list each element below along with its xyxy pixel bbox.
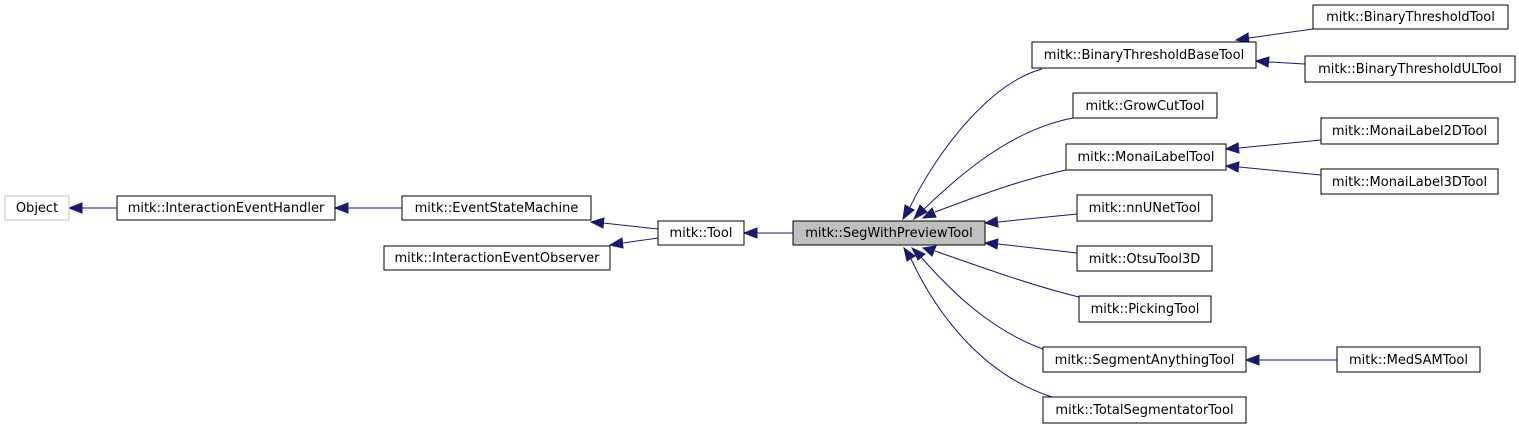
node-binary-threshold-tool-label: mitk::BinaryThresholdTool bbox=[1326, 10, 1495, 25]
node-object[interactable]: Object bbox=[4, 195, 70, 221]
node-monai-label-3d-tool-label: mitk::MonaiLabel3DTool bbox=[1332, 175, 1487, 190]
node-binary-threshold-ul-tool-label: mitk::BinaryThresholdULTool bbox=[1318, 62, 1502, 77]
node-object-label: Object bbox=[16, 201, 58, 216]
edge-total-segmentator-tool-to-seg-with-preview-tool bbox=[903, 246, 1056, 399]
edge-event-state-machine-to-interaction-event-handler bbox=[333, 202, 402, 214]
node-total-segmentator-tool[interactable]: mitk::TotalSegmentatorTool bbox=[1042, 396, 1247, 424]
node-grow-cut-tool-label: mitk::GrowCutTool bbox=[1085, 99, 1204, 114]
node-total-segmentator-tool-label: mitk::TotalSegmentatorTool bbox=[1055, 403, 1233, 418]
edge-grow-cut-tool-to-seg-with-preview-tool bbox=[912, 117, 1074, 221]
node-binary-threshold-ul-tool[interactable]: mitk::BinaryThresholdULTool bbox=[1304, 55, 1516, 83]
node-seg-with-preview-tool-label: mitk::SegWithPreviewTool bbox=[805, 226, 973, 241]
node-binary-threshold-base-tool-label: mitk::BinaryThresholdBaseTool bbox=[1044, 48, 1244, 63]
edge-tool-to-interaction-event-observer bbox=[608, 237, 659, 249]
node-segment-anything-tool[interactable]: mitk::SegmentAnythingTool bbox=[1042, 346, 1247, 373]
node-picking-tool-label: mitk::PickingTool bbox=[1091, 302, 1200, 317]
edge-tool-to-event-state-machine bbox=[589, 217, 659, 230]
edge-nnunet-tool-to-seg-with-preview-tool bbox=[983, 213, 1078, 228]
node-interaction-event-observer-label: mitk::InteractionEventObserver bbox=[394, 251, 600, 266]
edge-otsu-tool-3d-to-seg-with-preview-tool bbox=[983, 238, 1078, 254]
node-tool-label: mitk::Tool bbox=[670, 226, 733, 241]
node-grow-cut-tool[interactable]: mitk::GrowCutTool bbox=[1072, 92, 1218, 119]
node-event-state-machine[interactable]: mitk::EventStateMachine bbox=[401, 195, 592, 221]
node-otsu-tool-3d-label: mitk::OtsuTool3D bbox=[1089, 252, 1201, 267]
node-nnunet-tool[interactable]: mitk::nnUNetTool bbox=[1076, 194, 1213, 222]
node-nnunet-tool-label: mitk::nnUNetTool bbox=[1089, 201, 1201, 216]
node-otsu-tool-3d[interactable]: mitk::OtsuTool3D bbox=[1076, 245, 1213, 272]
node-interaction-event-handler-label: mitk::InteractionEventHandler bbox=[128, 201, 325, 216]
edge-binary-threshold-base-tool-to-seg-with-preview-tool bbox=[902, 68, 1043, 221]
node-binary-threshold-tool[interactable]: mitk::BinaryThresholdTool bbox=[1312, 4, 1509, 30]
node-seg-with-preview-tool[interactable]: mitk::SegWithPreviewTool bbox=[792, 220, 986, 246]
edge-monai-label-3d-tool-to-monai-label-tool bbox=[1224, 161, 1322, 176]
node-monai-label-3d-tool[interactable]: mitk::MonaiLabel3DTool bbox=[1320, 168, 1499, 195]
node-segment-anything-tool-label: mitk::SegmentAnythingTool bbox=[1055, 353, 1235, 368]
node-med-sam-tool-label: mitk::MedSAMTool bbox=[1349, 353, 1468, 368]
node-event-state-machine-label: mitk::EventStateMachine bbox=[415, 201, 579, 216]
edge-monai-label-2d-tool-to-monai-label-tool bbox=[1224, 139, 1322, 154]
edge-binary-threshold-ul-tool-to-binary-threshold-base-tool bbox=[1254, 56, 1306, 68]
node-interaction-event-observer[interactable]: mitk::InteractionEventObserver bbox=[383, 245, 611, 271]
node-monai-label-2d-tool-label: mitk::MonaiLabel2DTool bbox=[1332, 124, 1487, 139]
node-med-sam-tool[interactable]: mitk::MedSAMTool bbox=[1336, 346, 1481, 373]
edge-seg-with-preview-tool-to-tool bbox=[742, 227, 793, 239]
node-monai-label-tool-label: mitk::MonaiLabelTool bbox=[1078, 150, 1215, 165]
edge-med-sam-tool-to-segment-anything-tool bbox=[1244, 354, 1337, 366]
node-binary-threshold-base-tool[interactable]: mitk::BinaryThresholdBaseTool bbox=[1031, 41, 1257, 69]
node-picking-tool[interactable]: mitk::PickingTool bbox=[1078, 295, 1212, 323]
node-monai-label-tool[interactable]: mitk::MonaiLabelTool bbox=[1065, 143, 1227, 171]
edge-segment-anything-tool-to-seg-with-preview-tool bbox=[910, 246, 1044, 350]
edge-binary-threshold-tool-to-binary-threshold-base-tool bbox=[1234, 28, 1314, 44]
edge-interaction-event-handler-to-object bbox=[67, 202, 117, 214]
node-interaction-event-handler[interactable]: mitk::InteractionEventHandler bbox=[116, 195, 336, 221]
edge-picking-tool-to-seg-with-preview-tool bbox=[921, 245, 1080, 298]
edge-monai-label-tool-to-seg-with-preview-tool bbox=[921, 169, 1067, 219]
node-monai-label-2d-tool[interactable]: mitk::MonaiLabel2DTool bbox=[1320, 117, 1499, 145]
node-tool[interactable]: mitk::Tool bbox=[657, 220, 745, 246]
